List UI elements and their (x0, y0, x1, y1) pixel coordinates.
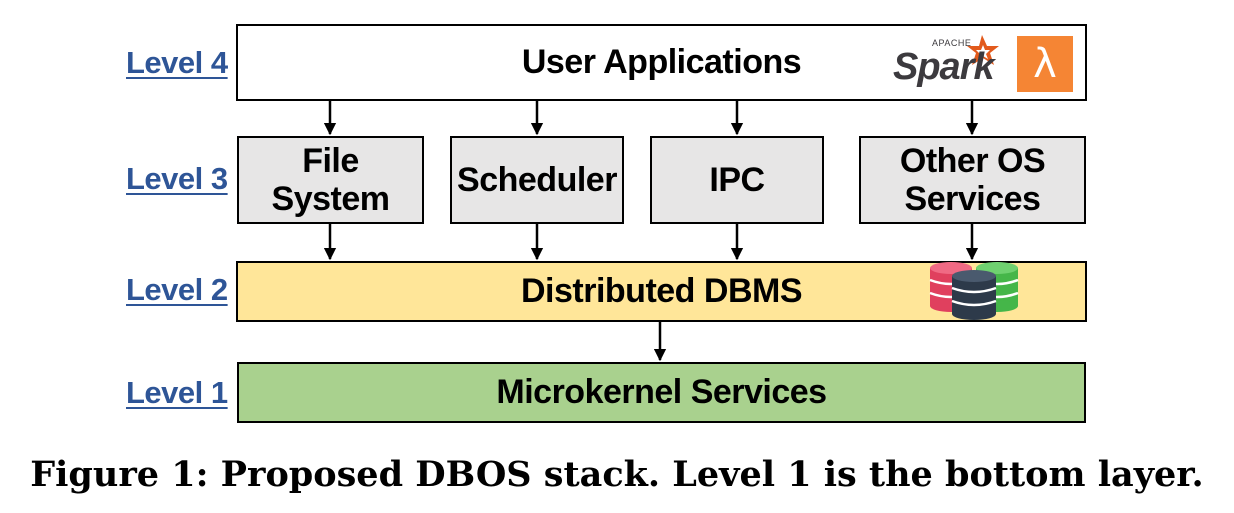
ipc-box: IPC (650, 136, 824, 224)
microkernel-services-title: Microkernel Services (496, 373, 827, 412)
lambda-glyph: λ (1033, 41, 1057, 87)
level-4-label: Level 4 (126, 45, 228, 80)
user-applications-title: User Applications (521, 43, 802, 82)
spark-logo-small-text: APACHE (932, 38, 972, 48)
ipc-label: IPC (709, 160, 765, 199)
file-system-label: File System (271, 141, 390, 218)
microkernel-services-box: Microkernel Services (237, 362, 1086, 423)
spark-logo-wordmark: Spark (893, 46, 995, 88)
apache-spark-logo: APACHE Spark (890, 32, 1008, 94)
scheduler-box: Scheduler (450, 136, 624, 224)
database-stack-icon (929, 262, 1019, 320)
figure-caption: Figure 1: Proposed DBOS stack. Level 1 i… (30, 454, 1204, 495)
distributed-dbms-title: Distributed DBMS (521, 272, 803, 311)
level-1-label: Level 1 (126, 375, 228, 410)
other-os-services-label: Other OS Services (899, 141, 1046, 218)
aws-lambda-icon: λ (1017, 36, 1073, 92)
level-2-label: Level 2 (126, 272, 228, 307)
other-os-services-box: Other OS Services (859, 136, 1086, 224)
level-3-label: Level 3 (126, 161, 228, 196)
file-system-box: File System (237, 136, 424, 224)
scheduler-label: Scheduler (457, 160, 617, 199)
user-applications-box: User Applications (236, 24, 1087, 101)
